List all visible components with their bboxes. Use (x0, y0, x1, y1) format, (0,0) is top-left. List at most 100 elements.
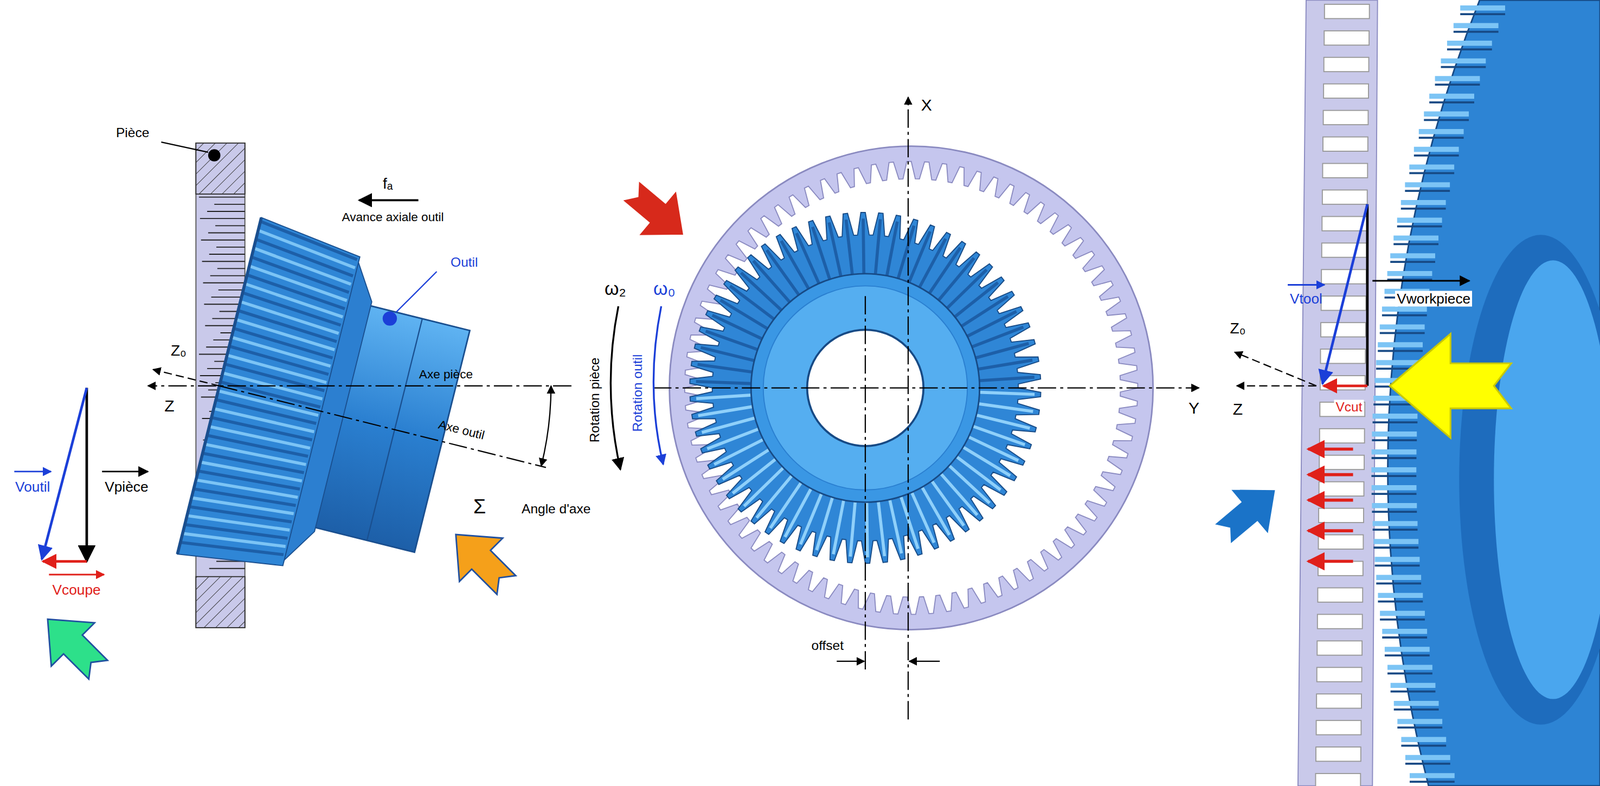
tool-tooth (1401, 200, 1447, 205)
tool-tooth-edge (1377, 600, 1423, 603)
tool-tooth (1377, 342, 1423, 348)
drawing-path (541, 386, 551, 467)
workpiece-tooth (1322, 189, 1368, 204)
tool-tooth (816, 497, 833, 550)
tool-tooth (701, 347, 755, 361)
tool-tooth-edge (1393, 708, 1439, 711)
tool-tooth (1390, 253, 1436, 259)
label: Vtool (1289, 291, 1323, 307)
tool-tooth (932, 480, 965, 526)
tool-tooth-edge (1384, 654, 1430, 657)
tool-tooth (954, 282, 999, 317)
tool-tooth (729, 286, 774, 320)
label: Z (1232, 400, 1243, 419)
drawing-circle (208, 149, 221, 162)
workpiece-tooth (1320, 322, 1366, 337)
tool-tooth (866, 502, 868, 558)
tool-tooth (1409, 164, 1455, 170)
cut-arrow (1308, 498, 1354, 503)
tool-tooth (1387, 271, 1433, 276)
tool-tooth-edge (1429, 101, 1475, 104)
drawing-line (1234, 352, 1317, 387)
tool-tooth (968, 437, 1019, 461)
drawing-line (161, 142, 209, 153)
tool-tooth (697, 364, 753, 372)
tool-tooth (756, 475, 792, 518)
label: X (921, 95, 933, 114)
drawing-line (1372, 280, 1470, 282)
tool-tooth (707, 428, 759, 449)
tool-tooth (1435, 75, 1481, 81)
drawing-path (609, 166, 705, 260)
drawing-line (1287, 284, 1325, 286)
tool-tooth (1371, 449, 1417, 455)
drawing-line (1236, 385, 1317, 387)
tool-tooth (1405, 755, 1451, 761)
tool-tooth (1382, 628, 1428, 634)
tool-tooth (1397, 217, 1443, 223)
workpiece-tooth (1316, 640, 1362, 655)
tool-tooth (947, 269, 987, 308)
tool-tooth (1382, 306, 1428, 312)
tool-tooth (897, 225, 914, 279)
tool-tooth (978, 403, 1034, 412)
label: Pièce (116, 125, 150, 140)
label: Voutil (15, 478, 50, 495)
drawing-rect (195, 576, 245, 628)
drawing-line (652, 387, 1199, 389)
tool-tooth (1371, 431, 1417, 437)
tool-tooth (1372, 413, 1418, 419)
label: ω₀ (653, 278, 676, 299)
tool-tooth-edge (1376, 582, 1422, 586)
drawing-line (14, 471, 51, 473)
workpiece-tooth (1322, 163, 1368, 178)
tool-tooth-edge (1387, 672, 1433, 676)
tool-tooth (732, 459, 776, 494)
tool-tooth (887, 221, 898, 276)
tool-tooth (972, 326, 1024, 348)
label: Rotation pièce (587, 357, 603, 443)
tool-tooth-edge (1372, 528, 1418, 531)
tool-tooth (962, 447, 1011, 477)
drawing-line (909, 660, 940, 663)
tool-tooth (1397, 718, 1443, 724)
workpiece-tooth (1318, 561, 1364, 576)
tool-tooth (976, 415, 1031, 429)
tool-tooth (1384, 646, 1430, 652)
label: Vworkpiece (1395, 291, 1473, 307)
drawing-g (177, 217, 485, 610)
tool-tooth (975, 343, 1029, 358)
drawing-line (42, 560, 87, 563)
tool-tooth (979, 392, 1036, 395)
tooth-line (214, 203, 245, 205)
tooth-line (201, 239, 246, 241)
tool-tooth (249, 257, 352, 293)
workpiece-tooth (1323, 110, 1369, 125)
drawing-path (610, 306, 621, 470)
tool-tooth (720, 300, 768, 330)
label: Angle d'axe (521, 502, 591, 517)
label: Z (164, 396, 175, 415)
workpiece-tooth (1318, 508, 1364, 523)
tool-tooth (1377, 593, 1423, 599)
tooth-line (209, 568, 246, 570)
tool-tooth (241, 293, 343, 326)
tool-tooth (702, 418, 756, 433)
tool-tooth-edge (1371, 474, 1417, 478)
tool-tooth-edge (1371, 439, 1417, 442)
workpiece-tooth (1324, 30, 1370, 46)
tool-tooth (712, 315, 763, 340)
tool-tooth-edge (1390, 690, 1436, 693)
workpiece-tooth (1317, 587, 1363, 602)
workpiece-tooth (1316, 694, 1362, 709)
tool-tooth (850, 502, 856, 557)
tool-tooth (253, 239, 356, 276)
tool-tooth (245, 275, 348, 310)
drawing-line (864, 296, 866, 670)
tool-tooth (956, 456, 1001, 490)
drawing-ellipse (1493, 260, 1600, 699)
tool-tooth (1374, 556, 1420, 562)
